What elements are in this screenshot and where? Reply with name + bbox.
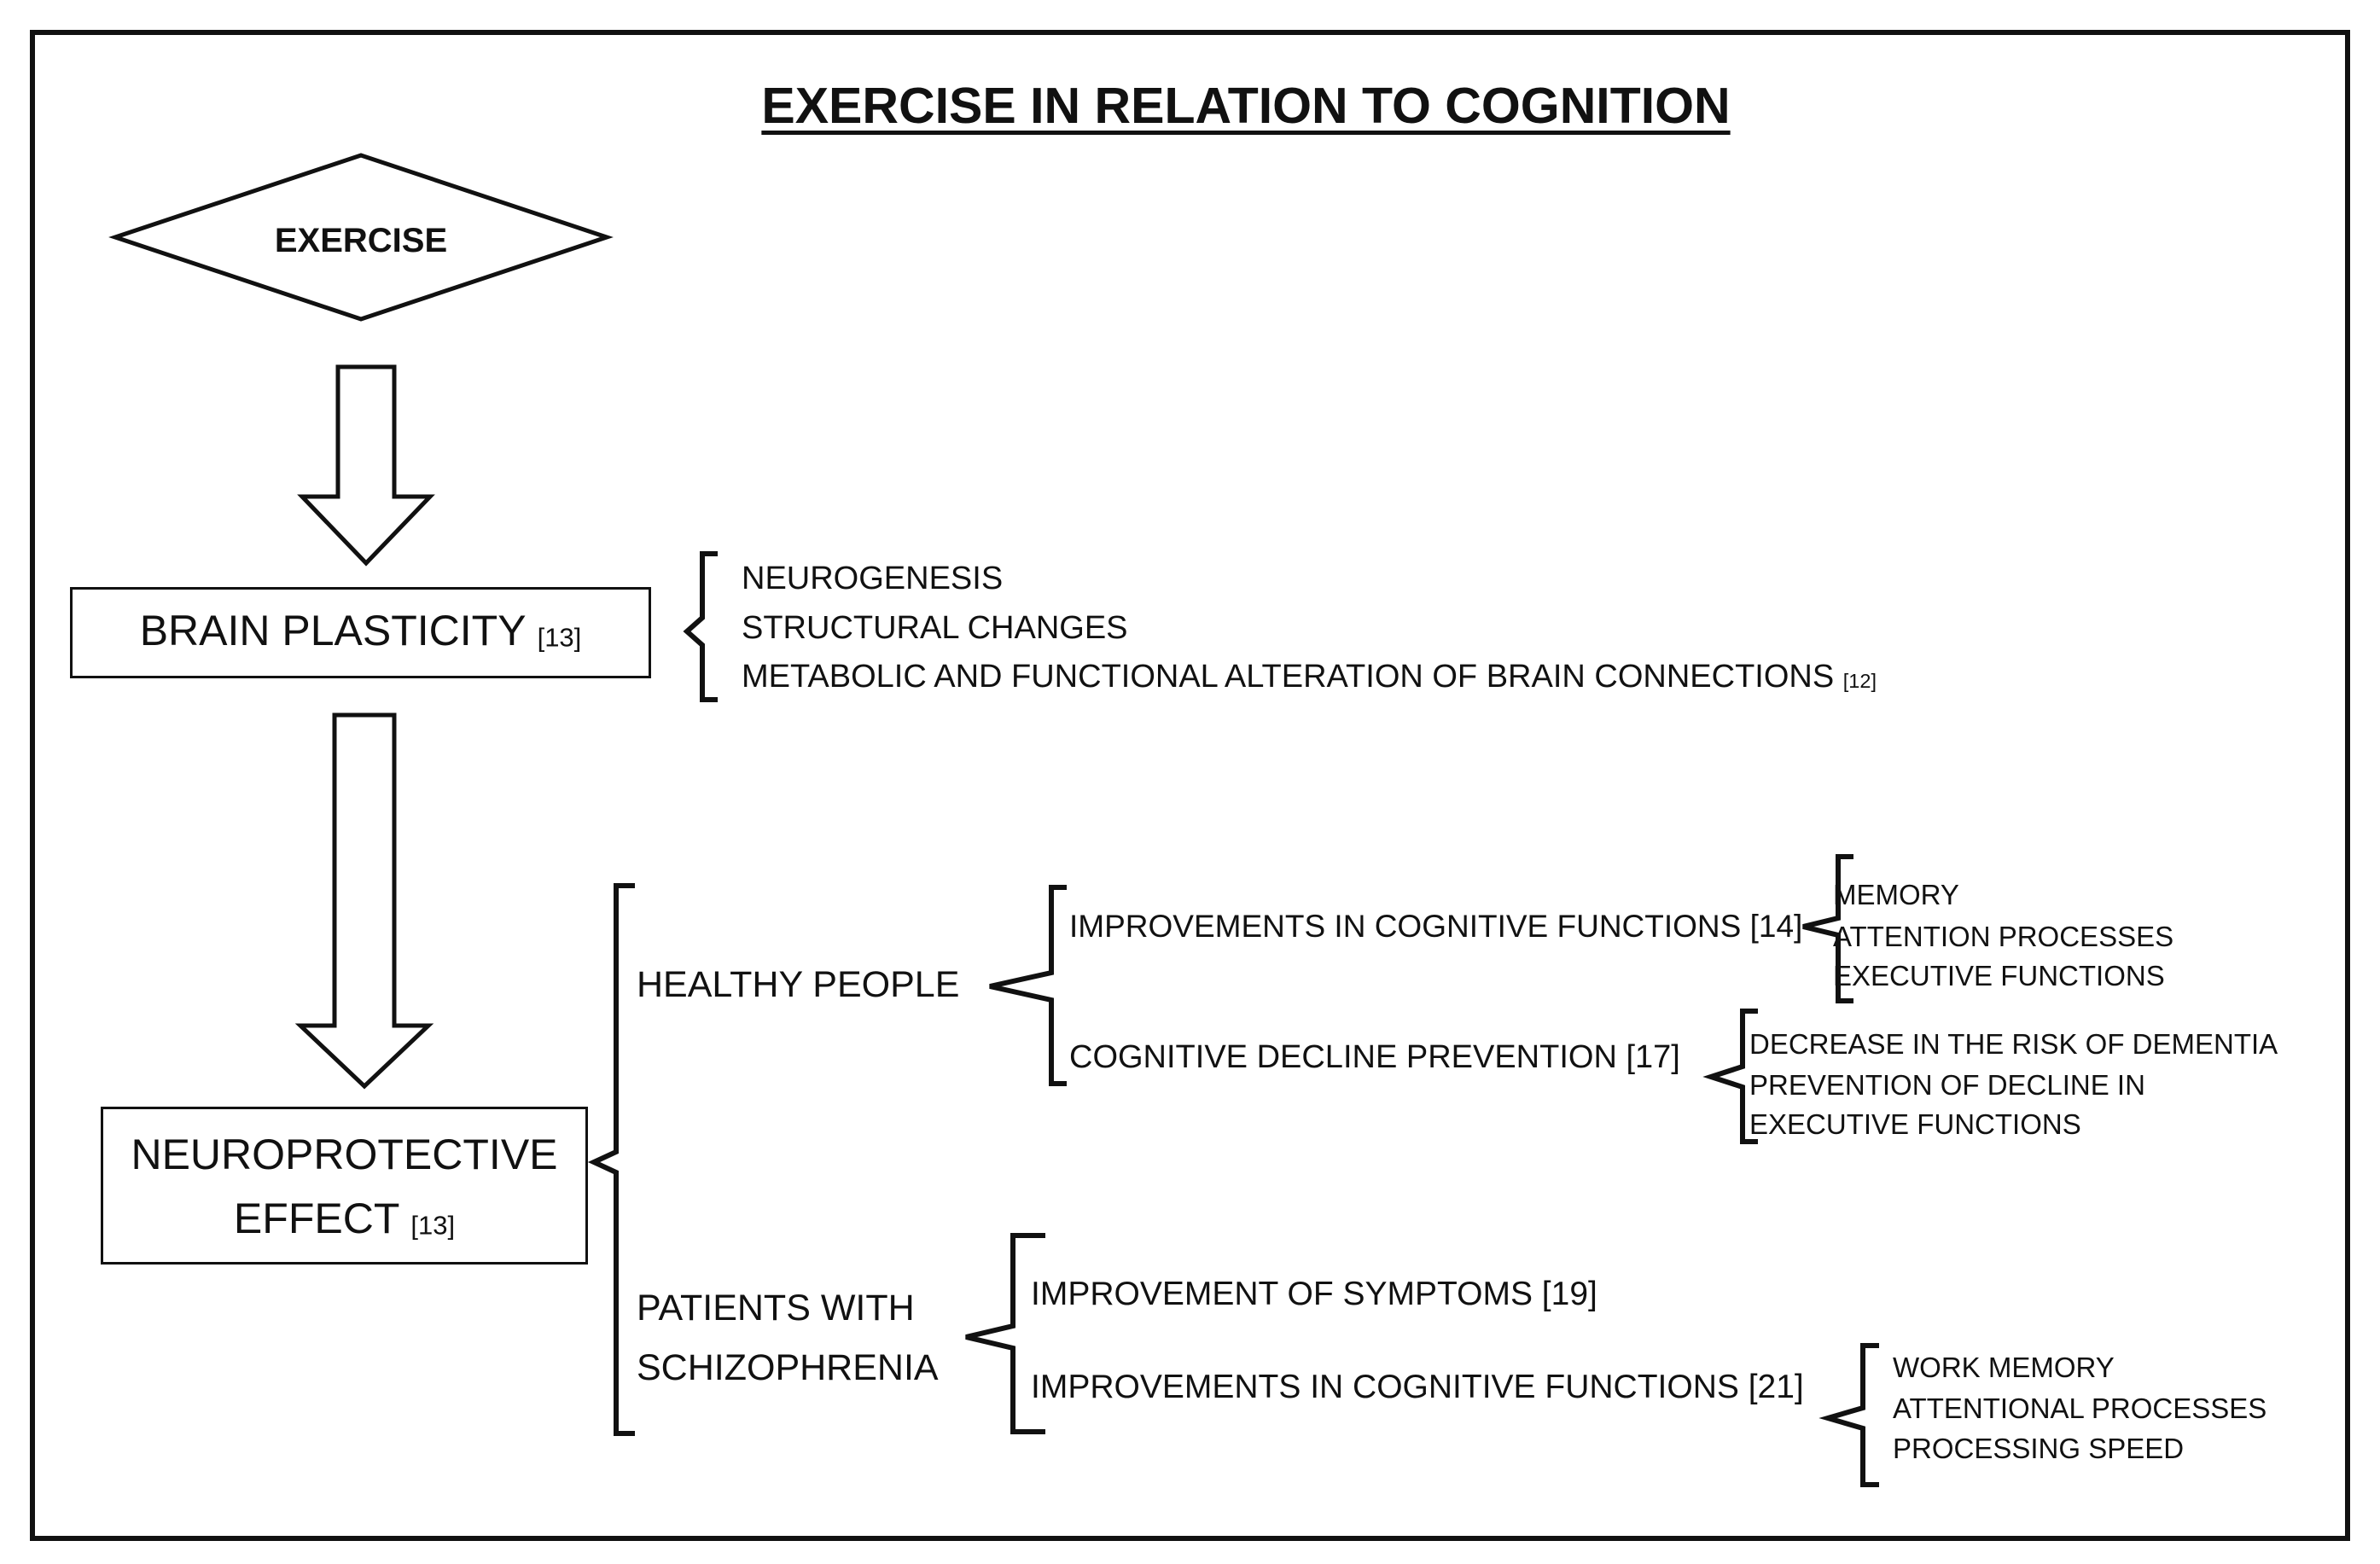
healthy-people-label: HEALTHY PEOPLE [637,964,960,1005]
brace-neuroprotective [587,883,635,1436]
patients-improvements-label: IMPROVEMENTS IN COGNITIVE FUNCTIONS [21] [1031,1369,1804,1405]
brace-patient-improvements [1818,1343,1879,1487]
decline-item-executive: EXECUTIVE FUNCTIONS [1749,1108,2081,1140]
patients-label-line2: SCHIZOPHRENIA [637,1347,939,1388]
decline-item-prevention: PREVENTION OF DECLINE IN [1749,1069,2145,1101]
patient-item-processing-speed: PROCESSING SPEED [1893,1433,2185,1464]
brace-healthy [989,885,1067,1086]
healthy-improvement-item-executive: EXECUTIVE FUNCTIONS [1833,960,2165,991]
patients-label-line1: PATIENTS WITH [637,1288,915,1329]
neuroprotective-box [101,1107,588,1265]
decline-prevention-label: COGNITIVE DECLINE PREVENTION [17] [1069,1039,1680,1075]
down-arrow-1 [297,364,435,567]
brace-healthy-improvements [1802,854,1853,1003]
patients-symptoms-label: IMPROVEMENT OF SYMPTOMS [19] [1031,1276,1597,1312]
healthy-improvements-label: IMPROVEMENTS IN COGNITIVE FUNCTIONS [14] [1069,909,1803,944]
healthy-improvement-item-attention: ATTENTION PROCESSES [1833,921,2174,952]
neuroprotective-line1: NEUROPROTECTIVE [131,1131,558,1178]
outer-frame [30,30,2350,1541]
brain-plasticity-text: BRAIN PLASTICITY [139,607,526,654]
brain-plasticity-box [70,587,651,678]
brace-patients [965,1233,1045,1434]
plasticity-item-metabolic-ref: [12] [1842,670,1877,693]
exercise-diamond [108,153,614,322]
neuroprotective-ref: [13] [410,1210,456,1241]
exercise-label: EXERCISE [274,222,448,259]
decline-item-dementia: DECREASE IN THE RISK OF DEMENTIA [1749,1028,2278,1060]
patient-item-attentional: ATTENTIONAL PROCESSES [1893,1392,2267,1424]
plasticity-item-structural: STRUCTURAL CHANGES [742,610,1128,646]
patient-item-work-memory: WORK MEMORY [1893,1352,2115,1383]
healthy-improvement-item-memory: MEMORY [1833,879,1959,910]
brace-plasticity [683,551,718,702]
brain-plasticity-label: BRAIN PLASTICITY [13] [70,609,651,652]
neuroprotective-line2-text: EFFECT [233,1195,399,1242]
plasticity-item-metabolic-text: METABOLIC AND FUNCTIONAL ALTERATION OF B… [742,659,1835,695]
brace-decline [1702,1009,1758,1144]
brain-plasticity-ref: [13] [537,622,582,653]
down-arrow-2 [294,712,434,1090]
neuroprotective-line2: EFFECT [13] [101,1197,588,1240]
plasticity-item-neurogenesis: NEUROGENESIS [742,561,1004,596]
plasticity-item-metabolic: METABOLIC AND FUNCTIONAL ALTERATION OF B… [742,660,1877,693]
diagram-title: EXERCISE IN RELATION TO COGNITION [761,78,1731,134]
